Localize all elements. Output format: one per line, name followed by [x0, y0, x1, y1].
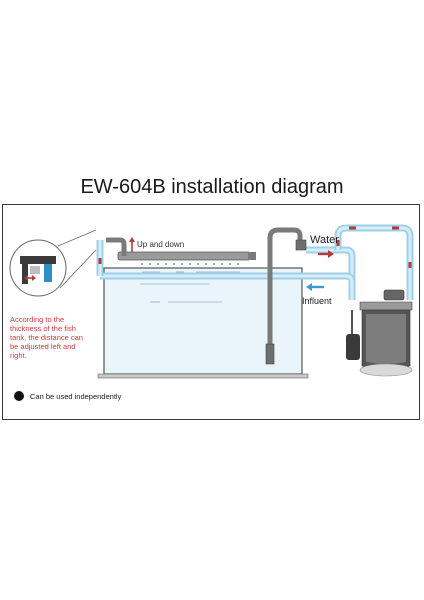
spray-bar [106, 237, 256, 265]
influent-label: Influent [302, 296, 332, 306]
fish-tank [97, 267, 309, 379]
water-out-arrow-icon [318, 250, 334, 258]
detail-inset [9, 229, 97, 297]
up-down-arrow-icon [129, 237, 135, 252]
up-down-label: Up and down [137, 240, 185, 249]
water-label: Water [310, 234, 339, 246]
intake-pipe [265, 227, 307, 365]
bullet-dot [14, 391, 24, 401]
water-pipes [96, 224, 414, 300]
canister-filter [346, 289, 413, 377]
adjust-note: According to the thickness of the fish t… [10, 315, 83, 360]
diagram-title: EW-604B installation diagram [80, 176, 344, 198]
influent-arrow-icon [306, 283, 324, 291]
independent-use-label: Can be used independently [30, 392, 122, 401]
